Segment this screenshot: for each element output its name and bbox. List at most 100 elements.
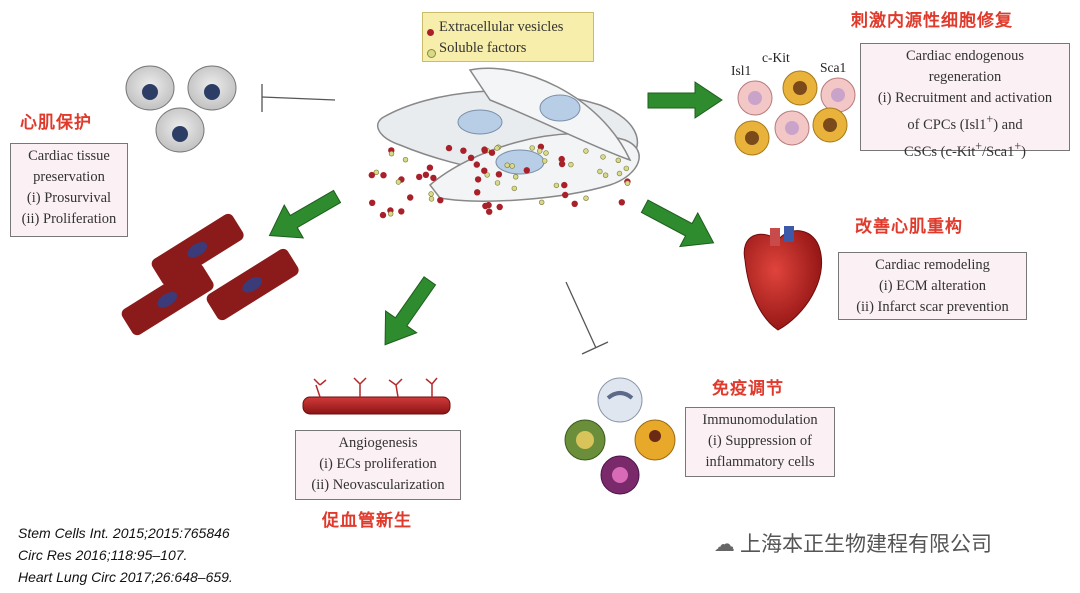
soluble-factor [494, 180, 501, 186]
extracellular-vesicle [473, 161, 480, 168]
remodeling-zh-title: 改善心肌重构 [855, 217, 963, 237]
extracellular-vesicle [486, 208, 493, 215]
regeneration-text: ) and [993, 116, 1023, 133]
legend-vesicle-swatch [427, 29, 434, 36]
soluble-factor [541, 158, 548, 164]
extracellular-vesicle [558, 155, 565, 163]
soluble-factor [553, 182, 560, 189]
extracellular-vesicle [481, 146, 488, 153]
watermark: ☁上海本正生物建程有限公司 [714, 528, 992, 558]
superscript: + [986, 112, 994, 126]
extracellular-vesicle [558, 160, 566, 168]
regeneration-line: regeneration [928, 69, 1002, 85]
soluble-factor [373, 169, 379, 176]
regeneration-text: ) [1021, 143, 1026, 160]
soluble-factor [538, 199, 545, 206]
soluble-factor [504, 162, 510, 168]
extracellular-vesicle [571, 200, 578, 207]
cardiomyocytes-illustration [121, 213, 299, 336]
extracellular-vesicle [369, 199, 376, 206]
protection-zh-title: 心肌保护 [20, 113, 92, 133]
soluble-factor [402, 157, 409, 163]
soluble-factor [509, 163, 515, 169]
remodeling-box: Cardiac remodeling (i) ECM alteration (i… [838, 252, 1027, 320]
remodeling-line: (i) ECM alteration [878, 278, 987, 294]
extracellular-vesicle [407, 194, 414, 201]
legend-soluble-swatch [427, 49, 436, 58]
reference-item: Stem Cells Int. 2015;2015:765846 [18, 525, 230, 541]
immuno-box: Immunomodulation (i) Suppression of infl… [685, 407, 835, 477]
extracellular-vesicle [561, 181, 568, 189]
regeneration-line-cscs: CSCs (c-Kit+/Sca1+) [861, 136, 1069, 163]
soluble-factor [395, 179, 402, 185]
arrow-to-protection [268, 189, 342, 239]
angio-zh-title: 促血管新生 [322, 511, 412, 531]
references: Stem Cells Int. 2015;2015:765846 Circ Re… [18, 522, 233, 588]
soluble-factor [623, 165, 629, 172]
soluble-factor [615, 157, 621, 164]
watermark-text: 上海本正生物建程有限公司 [740, 532, 992, 556]
regeneration-text: /Sca1 [982, 143, 1015, 160]
soluble-factor [511, 185, 517, 192]
legend: Extracellular vesicles Soluble factors [422, 12, 594, 62]
extracellular-vesicle [368, 171, 375, 179]
extracellular-vesicle [460, 147, 467, 154]
remodeling-line: (ii) Infarct scar prevention [856, 299, 1009, 315]
legend-vesicles-label: Extracellular vesicles [439, 19, 564, 35]
extracellular-vesicle [488, 149, 496, 156]
arrow-to-angio [384, 276, 437, 346]
soluble-factor [512, 174, 519, 180]
extracellular-vesicle [398, 208, 405, 215]
immuno-line: (i) Suppression of [708, 433, 812, 449]
extracellular-vesicle [618, 199, 625, 206]
extracellular-vesicle [437, 197, 444, 204]
heart-illustration [743, 226, 822, 331]
extracellular-vesicle [474, 189, 481, 196]
soluble-factor [529, 145, 535, 151]
remodeling-line: Cardiac remodeling [875, 257, 990, 273]
extracellular-vesicle [380, 172, 387, 179]
soluble-factor [543, 150, 549, 156]
soluble-factor [624, 180, 631, 186]
soluble-factor [600, 154, 606, 160]
soluble-factor [484, 172, 490, 178]
immuno-line: inflammatory cells [705, 454, 815, 470]
regeneration-box: Cardiac endogenous regeneration (i) Recr… [860, 43, 1070, 160]
arrow-to-regeneration [647, 81, 723, 119]
damaged-cells-illustration [125, 65, 237, 153]
extracellular-vesicle [426, 164, 434, 171]
blood-vessel-illustration [302, 377, 451, 415]
protection-line: (ii) Proliferation [21, 211, 117, 227]
protection-line: (i) Prosurvival [26, 190, 112, 206]
inhibition-line-protection [261, 84, 336, 112]
extracellular-vesicle [416, 173, 423, 181]
protection-box: Cardiac tissue preservation (i) Prosurvi… [10, 143, 128, 237]
extracellular-vesicle [496, 203, 503, 211]
immune-cells-illustration [564, 377, 676, 495]
immuno-zh-title: 免疫调节 [712, 379, 784, 399]
soluble-factor [602, 172, 609, 178]
marker-sca1: Sca1 [820, 60, 847, 75]
stem-cells-illustration [377, 67, 640, 202]
soluble-factor [536, 148, 543, 154]
soluble-factor [428, 191, 434, 197]
angio-line: Angiogenesis [338, 435, 418, 451]
reference-item: Heart Lung Circ 2017;26:648–659. [18, 569, 233, 585]
soluble-factor [568, 161, 574, 168]
extracellular-vesicle [430, 174, 437, 182]
legend-soluble-label: Soluble factors [439, 40, 527, 56]
soluble-factor [388, 151, 395, 157]
regeneration-text: of CPCs (Isl1 [907, 116, 987, 133]
angio-line: (i) ECs proliferation [319, 456, 437, 472]
extracellular-vesicle [422, 171, 430, 178]
extracellular-vesicle [474, 176, 482, 183]
extracellular-vesicle [467, 154, 475, 161]
extracellular-vesicle [523, 167, 530, 174]
soluble-factor [597, 168, 603, 175]
superscript: + [975, 138, 983, 153]
marker-ckit: c-Kit [762, 50, 790, 65]
extracellular-vesicle [562, 191, 569, 199]
angio-box: Angiogenesis (i) ECs proliferation (ii) … [295, 430, 461, 500]
